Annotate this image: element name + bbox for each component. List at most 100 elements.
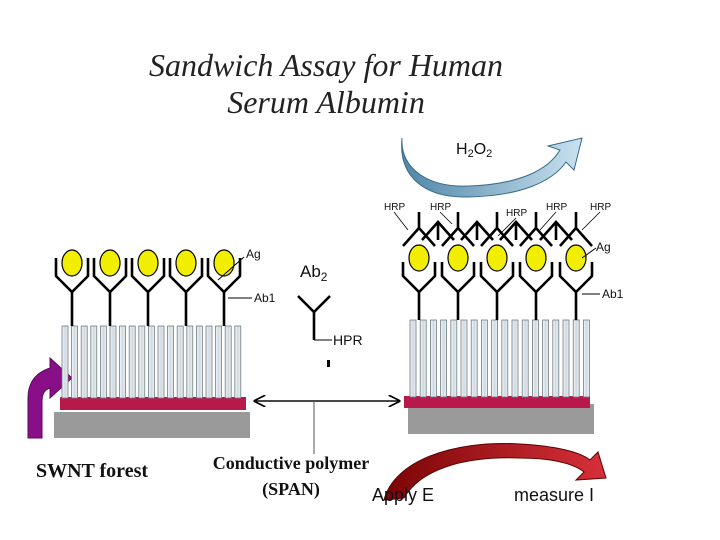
antigen-icon: [175, 249, 197, 277]
nanotube: [419, 319, 427, 398]
secondary-antibody-icon: [480, 212, 514, 247]
title-line-2: Serum Albumin: [227, 84, 425, 120]
nanotube: [450, 319, 458, 398]
hrp-label: HRP: [546, 202, 567, 213]
purple-up-arrow-icon: [27, 356, 73, 439]
nanotube: [532, 319, 539, 398]
nanotube: [61, 325, 69, 399]
nanotube: [583, 319, 590, 398]
swnt-forest-label: SWNT forest: [36, 460, 148, 482]
antigen-icon: [99, 249, 121, 277]
apply-e-label: Apply E: [372, 485, 434, 505]
antibody-icon: [479, 262, 515, 320]
hrp-leader: [497, 217, 517, 237]
antigen-icon: [486, 244, 508, 272]
nanotube: [511, 319, 519, 398]
nanotube: [80, 325, 88, 399]
antigen-icon: [525, 244, 547, 272]
nanotube: [521, 319, 529, 398]
nanotube: [552, 319, 560, 398]
right-substrate: [408, 404, 594, 434]
free-ab2-antibody-icon: [297, 295, 331, 340]
hrp-leader: [393, 211, 409, 231]
measure-i-label: measure I: [514, 485, 594, 505]
antibody-icon: [518, 262, 554, 320]
nanotube: [234, 325, 242, 399]
antibody-icon: [168, 258, 204, 326]
antibody-icon: [558, 262, 594, 320]
antigen-icon: [213, 249, 235, 277]
right-conductive-layer: [404, 396, 590, 408]
nanotube: [195, 325, 203, 399]
antibody-icon: [54, 258, 90, 326]
right-swnt-forest: [409, 319, 590, 398]
nanotube: [138, 325, 146, 399]
antibody-icon: [440, 262, 476, 320]
nanotube: [186, 325, 194, 399]
antibody-icon: [206, 258, 242, 326]
ab1-left-label: Ab1: [254, 291, 276, 305]
hrp-label: HRP: [430, 202, 451, 213]
nanotube: [501, 319, 509, 398]
nanotube: [460, 319, 468, 398]
secondary-antibody-icon: [402, 212, 436, 247]
left-swnt-forest: [61, 325, 242, 399]
h2o2-label: H2O2: [456, 141, 492, 160]
nanotube: [128, 325, 136, 399]
nanotube: [205, 325, 213, 399]
hpr-tick: [327, 360, 330, 367]
nanotube: [119, 325, 126, 399]
nanotube: [100, 325, 107, 399]
left-conductive-layer: [60, 397, 246, 410]
nanotube: [109, 325, 117, 399]
hrp-label: HRP: [506, 208, 527, 219]
antigen-icon: [565, 244, 587, 272]
apply-measure-arrow-icon: [383, 443, 607, 501]
antigen-icon: [447, 244, 469, 272]
hrp-leader: [439, 211, 453, 225]
nanotube: [71, 325, 78, 399]
ag-right-leader: [581, 247, 597, 259]
nanotube: [409, 319, 417, 398]
ab1-right-label: Ab1: [602, 287, 624, 301]
nanotube: [147, 325, 155, 399]
nanotube: [215, 325, 223, 399]
hrp-leader: [539, 211, 557, 231]
nanotube: [572, 319, 580, 398]
antigen-icon: [408, 244, 430, 272]
antibody-icon: [499, 220, 533, 241]
antigen-icon: [61, 249, 83, 277]
right-antibody-layer: [401, 212, 594, 320]
nanotube: [167, 325, 175, 399]
hrp-label: HRP: [590, 202, 611, 213]
span-label: (SPAN): [262, 479, 320, 500]
antigen-icon: [137, 249, 159, 277]
ag-right-label: Ag: [596, 240, 611, 254]
nanotube: [491, 319, 499, 398]
right-electrode: [404, 319, 594, 434]
antibody-icon: [92, 258, 128, 326]
left-antibody-layer: [54, 249, 242, 326]
secondary-antibody-icon: [441, 212, 475, 247]
antibody-icon: [539, 220, 573, 241]
antibody-icon: [421, 220, 455, 241]
antibody-icon: [460, 220, 494, 241]
nanotube: [429, 319, 437, 398]
h2o2-arrow-icon: [401, 137, 583, 198]
antibody-icon: [401, 262, 437, 320]
nanotube: [480, 319, 488, 398]
conductive-polymer-label: Conductive polymer: [213, 453, 370, 473]
hpr-label: HPR: [333, 332, 363, 348]
nanotube: [440, 319, 448, 398]
nanotube: [224, 325, 232, 399]
hrp-label-group: HRP HRP HRP HRP HRP: [384, 202, 611, 237]
left-substrate: [54, 412, 250, 438]
title-line-1: Sandwich Assay for Human: [149, 47, 503, 83]
nanotube: [542, 319, 549, 398]
ag-left-label: Ag: [246, 247, 261, 261]
hrp-label: HRP: [384, 202, 405, 213]
hrp-leader: [581, 211, 601, 231]
ab2-label: Ab2: [300, 262, 328, 284]
